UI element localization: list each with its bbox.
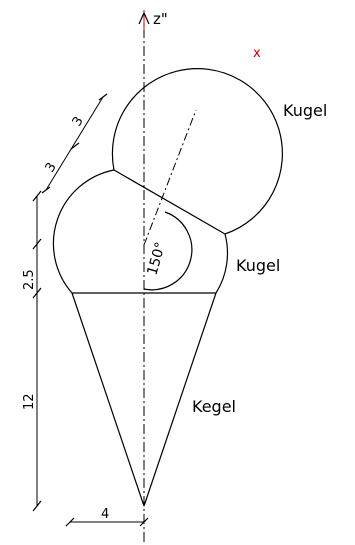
dim-top-line	[45, 96, 104, 191]
dim-base-tick-2	[139, 517, 149, 527]
sphere-intersection-line	[113, 169, 226, 235]
dim-base-label: 4	[101, 507, 109, 522]
cone-right-side	[143, 292, 217, 507]
marker-x: x	[253, 46, 261, 61]
dim-top-tick-1	[41, 186, 51, 194]
dim-top-tick-2	[70, 142, 80, 150]
upper-sphere-outline	[111, 68, 283, 235]
upper-sphere-axis	[143, 109, 197, 246]
dim-left-tick-3	[32, 287, 42, 299]
dim-left-tick-1	[32, 190, 42, 202]
lower-sphere-label: Kugel	[236, 256, 280, 275]
dim-base-tick-1	[65, 517, 75, 527]
dim-left-bottom: 12	[22, 393, 37, 410]
angle-arc	[143, 211, 193, 291]
lower-sphere-outline	[52, 169, 115, 294]
lower-sphere-outline-right	[215, 233, 229, 294]
axis-arrow-icon	[138, 11, 150, 25]
dim-left-tick-4	[32, 500, 42, 512]
angle-label: 150°	[144, 240, 169, 277]
upper-sphere-label: Kugel	[283, 101, 327, 120]
cone-label: Kegel	[192, 397, 236, 416]
cone-left-side	[71, 292, 145, 507]
axis-label: z"	[153, 10, 168, 28]
dim-left-top: 2.5	[22, 269, 37, 290]
dim-top-a: 3	[43, 160, 60, 175]
dim-left-tick-2	[32, 238, 42, 250]
dim-top-tick-3	[98, 93, 108, 101]
